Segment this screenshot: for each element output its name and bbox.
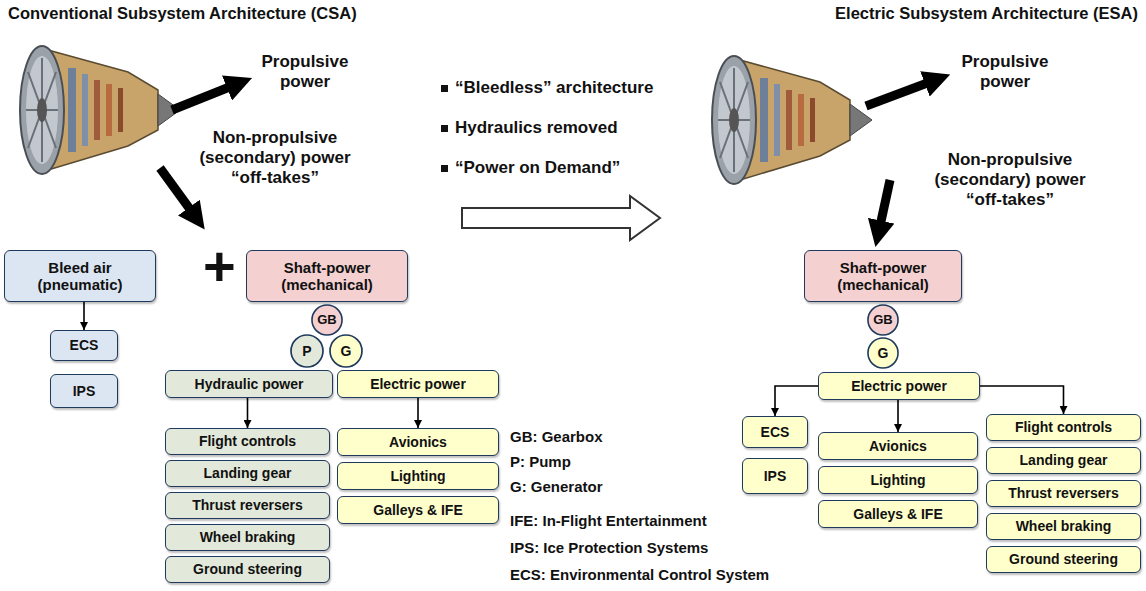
- subsystem-box: Landing gear: [165, 460, 330, 487]
- box-text: Flight controls: [199, 433, 296, 449]
- subsystem-box: Flight controls: [165, 428, 330, 455]
- circle-letter: G: [341, 343, 352, 359]
- bullet: [441, 85, 448, 92]
- transition-arrow: [462, 196, 660, 240]
- box-text: Hydraulic power: [195, 376, 304, 392]
- power-arrow: [880, 180, 890, 226]
- power-flow-arrow: [775, 386, 818, 416]
- power-flow-arrow: [417, 398, 419, 428]
- bullet: [441, 125, 448, 132]
- subsystem-box: Thrust reversers: [986, 480, 1141, 507]
- turbofan-engine: [712, 56, 872, 184]
- subsystem-box: Bleed air (pneumatic): [4, 250, 156, 302]
- box-text: Ground steering: [1009, 551, 1118, 567]
- bullet-text: “Bleedless” architecture: [455, 78, 653, 98]
- power-flow-arrow: [980, 386, 1064, 414]
- subsystem-box: Lighting: [818, 466, 978, 494]
- box-text: Ground steering: [193, 561, 302, 577]
- box-text: Avionics: [869, 438, 927, 454]
- box-text: Galleys & IFE: [373, 502, 462, 518]
- subsystem-box: Lighting: [337, 462, 499, 490]
- box-text: Bleed air (pneumatic): [5, 259, 155, 294]
- subsystem-box: Avionics: [818, 432, 978, 460]
- box-text: Lighting: [390, 468, 445, 484]
- box-text: Flight controls: [1015, 419, 1112, 435]
- box-text: Landing gear: [204, 465, 292, 481]
- gear-circle: P: [290, 334, 324, 368]
- box-text: ECS: [70, 337, 99, 353]
- bullet-text: Hydraulics removed: [455, 118, 618, 138]
- subsystem-box: Electric power: [818, 372, 980, 400]
- box-text: Galleys & IFE: [853, 506, 942, 522]
- box-text: IPS: [764, 468, 787, 484]
- power-flow-arrow: [83, 302, 85, 330]
- abbreviation: IFE: In-Flight Entertainment: [510, 512, 707, 530]
- subsystem-box: Hydraulic power: [165, 370, 333, 398]
- subsystem-box: Landing gear: [986, 447, 1141, 474]
- power-label: Propulsive power: [950, 52, 1060, 92]
- circle-letter: G: [878, 345, 889, 361]
- circle-letter: GB: [873, 313, 893, 328]
- section-title: Conventional Subsystem Architecture (CSA…: [8, 4, 357, 23]
- power-label: Non-propulsive (secondary) power “off-ta…: [925, 150, 1095, 210]
- bullet-text: “Power on Demand”: [455, 158, 620, 178]
- box-text: Electric power: [370, 376, 466, 392]
- circle-letter: P: [302, 343, 311, 359]
- subsystem-box: Wheel braking: [165, 524, 330, 551]
- subsystem-box: Ground steering: [986, 546, 1141, 573]
- subsystem-box: IPS: [742, 458, 808, 494]
- subsystem-box: Avionics: [337, 428, 499, 456]
- abbreviation: G: Generator: [510, 478, 603, 496]
- power-label: Non-propulsive (secondary) power “off-ta…: [190, 128, 360, 188]
- box-text: Wheel braking: [1016, 518, 1112, 534]
- subsystem-box: Electric power: [337, 370, 499, 398]
- subsystem-box: Galleys & IFE: [337, 496, 499, 524]
- gear-circle: GB: [311, 304, 343, 336]
- box-text: Thrust reversers: [1008, 485, 1119, 501]
- abbreviation: GB: Gearbox: [510, 428, 603, 446]
- abbreviation: ECS: Environmental Control System: [510, 566, 769, 584]
- box-text: Electric power: [851, 378, 947, 394]
- subsystem-box: Shaft-power (mechanical): [804, 250, 962, 302]
- subsystem-box: ECS: [742, 416, 808, 448]
- section-title: Electric Subsystem Architecture (ESA): [835, 4, 1138, 23]
- subsystem-box: Thrust reversers: [165, 492, 330, 519]
- box-text: Shaft-power (mechanical): [805, 259, 961, 294]
- bullet: [441, 165, 448, 172]
- turbofan-engine: [20, 46, 180, 174]
- box-text: Thrust reversers: [192, 497, 303, 513]
- circle-letter: GB: [317, 313, 337, 328]
- subsystem-box: Flight controls: [986, 414, 1141, 441]
- box-text: Avionics: [389, 434, 447, 450]
- gear-circle: G: [867, 337, 899, 369]
- plus-sign: +: [203, 238, 236, 294]
- power-arrow: [172, 86, 232, 110]
- subsystem-box: Shaft-power (mechanical): [246, 250, 408, 302]
- power-flow-arrow: [897, 400, 899, 432]
- power-arrow: [160, 168, 192, 212]
- box-text: Lighting: [870, 472, 925, 488]
- box-text: ECS: [761, 424, 790, 440]
- box-text: Shaft-power (mechanical): [247, 259, 407, 294]
- abbreviation: IPS: Ice Protection Systems: [510, 539, 708, 557]
- abbreviation: P: Pump: [510, 453, 571, 471]
- power-flow-arrow: [247, 398, 249, 428]
- subsystem-box: Galleys & IFE: [818, 500, 978, 528]
- box-text: IPS: [73, 383, 96, 399]
- box-text: Landing gear: [1020, 452, 1108, 468]
- subsystem-box: ECS: [50, 330, 118, 361]
- box-text: Wheel braking: [200, 529, 296, 545]
- subsystem-box: Wheel braking: [986, 513, 1141, 540]
- power-arrow: [866, 82, 930, 106]
- power-label: Propulsive power: [250, 52, 360, 92]
- gear-circle: G: [329, 334, 363, 368]
- subsystem-box: Ground steering: [165, 556, 330, 583]
- gear-circle: GB: [867, 304, 899, 336]
- subsystem-box: IPS: [50, 374, 118, 408]
